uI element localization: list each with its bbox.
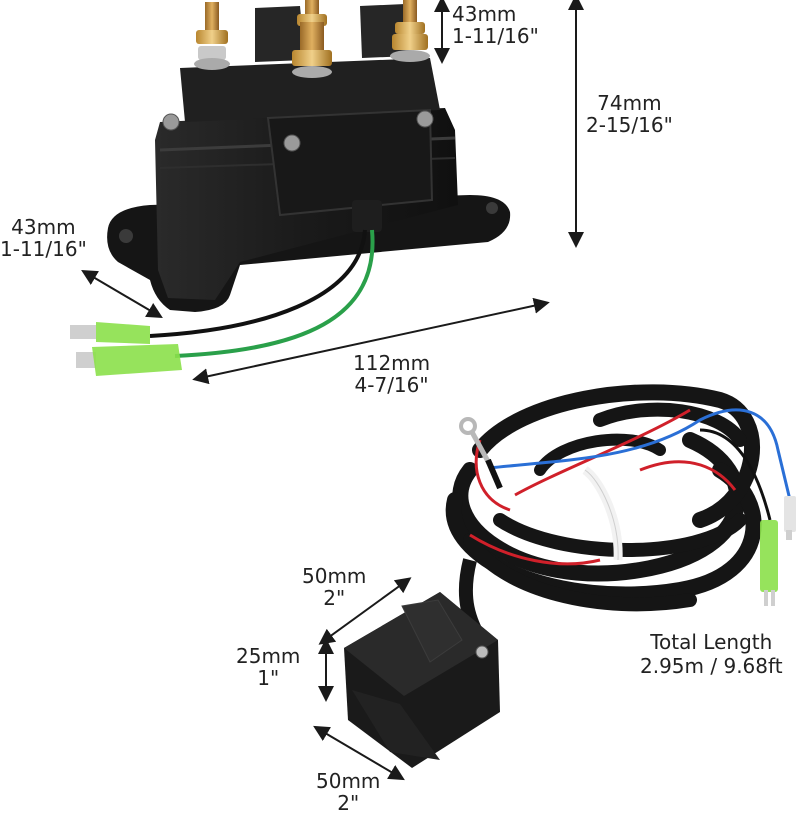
spade-connector xyxy=(784,496,796,540)
dimension-label-remote-height: 25mm 1" xyxy=(236,645,300,689)
terminal-post xyxy=(390,0,430,62)
spade-connector xyxy=(76,344,182,376)
total-length-label: Total Length 2.95m / 9.68ft xyxy=(640,630,783,678)
dimension-inch: 2" xyxy=(323,586,346,610)
dimension-mm: 74mm xyxy=(597,91,662,115)
dimension-line-length xyxy=(192,297,550,385)
total-length-title: Total Length xyxy=(650,630,773,654)
dimension-line-width xyxy=(81,269,163,319)
dimension-inch: 1-11/16" xyxy=(0,237,87,261)
dimension-label-length: 112mm 4-7/16" xyxy=(353,352,430,396)
wire-black-lead xyxy=(699,428,772,521)
solenoid-top-block xyxy=(180,58,440,122)
dimension-line-remote-depth xyxy=(313,725,405,781)
terminal-post xyxy=(194,2,230,70)
dimension-mm: 25mm xyxy=(236,644,301,668)
wiring-harness xyxy=(445,384,796,644)
dimension-line-remote-width xyxy=(318,577,412,645)
dimension-label-width: 43mm 1-11/16" xyxy=(0,216,87,260)
mount-hole xyxy=(119,229,133,243)
dimension-label-remote-width: 50mm 2" xyxy=(302,565,366,609)
screw-icon xyxy=(162,113,180,131)
winch-solenoid xyxy=(70,0,511,376)
dimension-mm: 50mm xyxy=(316,769,381,793)
screw-icon xyxy=(416,110,434,128)
dimension-label-top-depth: 43mm 1-11/16" xyxy=(452,3,539,47)
dimension-inch: 2-15/16" xyxy=(586,113,673,137)
spade-connector xyxy=(70,322,150,344)
screw-icon xyxy=(475,645,489,659)
mount-hole xyxy=(486,202,498,214)
wire-blue xyxy=(489,408,792,501)
dimension-inch: 1-11/16" xyxy=(452,24,539,48)
dimension-inch: 1" xyxy=(257,666,280,690)
dimension-mm: 50mm xyxy=(302,564,367,588)
dimension-mm: 112mm xyxy=(353,351,431,375)
dimension-inch: 4-7/16" xyxy=(354,373,429,397)
remote-switch xyxy=(344,592,500,768)
spade-connector xyxy=(760,520,778,606)
ring-terminal xyxy=(459,417,503,490)
dimension-mm: 43mm xyxy=(452,2,517,26)
terminal-post xyxy=(292,0,332,78)
total-length-value: 2.95m / 9.68ft xyxy=(640,654,783,678)
dimension-inch: 2" xyxy=(337,791,360,815)
wire-grommet xyxy=(352,200,382,232)
dimension-mm: 43mm xyxy=(11,215,76,239)
solenoid-cover-panel xyxy=(266,108,434,217)
dimension-label-remote-depth: 50mm 2" xyxy=(316,770,380,814)
rocker-switch xyxy=(401,599,463,663)
screw-icon xyxy=(283,134,301,152)
dimension-label-height: 74mm 2-15/16" xyxy=(586,92,673,136)
